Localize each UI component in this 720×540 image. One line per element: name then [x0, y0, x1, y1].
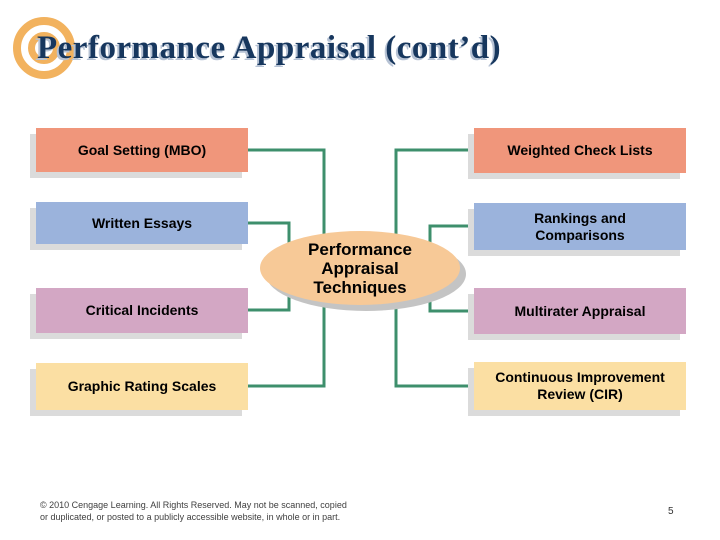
bullseye-inner-ring: [28, 32, 60, 64]
center-ellipse-performance-appraisal-techniques: Performance Appraisal Techniques: [260, 231, 460, 305]
box-label: Continuous Improvement Review (CIR): [495, 369, 665, 402]
ellipse-label: Performance Appraisal Techniques: [308, 239, 412, 297]
technique-box-weighted-check-lists: Weighted Check Lists: [474, 128, 686, 173]
box-label: Critical Incidents: [85, 302, 199, 318]
connector-graphic-rating: [248, 268, 326, 388]
connector-cir: [394, 268, 474, 388]
technique-box-multirater-appraisal: Multirater Appraisal: [474, 288, 686, 334]
technique-box-critical-incidents: Critical Incidents: [36, 288, 248, 333]
box-label: Written Essays: [91, 214, 193, 231]
page-number: 5: [668, 506, 674, 517]
box-label: Weighted Check Lists: [507, 142, 653, 158]
technique-box-continuous-improvement: Continuous Improvement Review (CIR): [474, 362, 686, 410]
technique-box-rankings-comparisons: Rankings and Comparisons: [474, 203, 686, 250]
connector-weighted-check: [394, 148, 474, 268]
copyright-footer: © 2010 Cengage Learning. All Rights Rese…: [40, 500, 347, 522]
technique-box-written-essays: Written Essays: [36, 202, 248, 244]
box-label: Goal Setting (MBO): [77, 141, 207, 158]
box-label: Rankings and Comparisons: [534, 209, 626, 243]
box-label: Graphic Rating Scales: [67, 378, 217, 394]
slide-title: Performance Appraisal (cont’d): [37, 30, 502, 66]
technique-box-graphic-rating-scales: Graphic Rating Scales: [36, 363, 248, 410]
technique-box-goal-setting: Goal Setting (MBO): [36, 128, 248, 172]
bullseye-logo-icon: [13, 17, 75, 79]
connector-goal-setting: [248, 148, 326, 268]
box-label: Multirater Appraisal: [514, 302, 646, 319]
